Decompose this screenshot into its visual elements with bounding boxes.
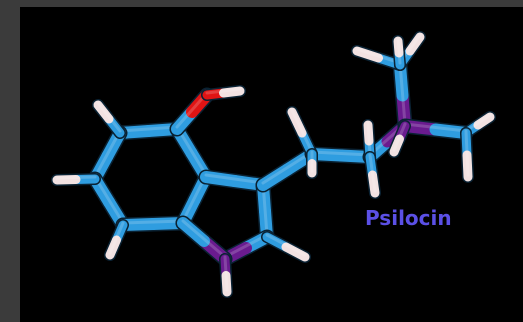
bond-highlight: [464, 129, 470, 177]
bond-highlight: [93, 129, 122, 179]
bond-cm1-hm1a: [352, 46, 383, 63]
bond-highlight: [175, 125, 208, 177]
bond-highlight: [261, 150, 314, 185]
bond-highlight: [205, 87, 242, 95]
molecule-viewport: Psilocin: [20, 7, 523, 322]
bond-c2-h2: [281, 242, 310, 262]
bond-n1-hn1: [221, 271, 232, 297]
bond-c5-h5: [93, 100, 114, 124]
bond-c6-h6: [52, 175, 81, 185]
bond-cm1-hm1b: [405, 32, 425, 56]
bond-o-ho: [219, 86, 245, 98]
bond-highlight: [398, 61, 407, 126]
bond-highlight: [223, 255, 229, 292]
bond-highlight: [355, 47, 402, 65]
bond-highlight: [310, 150, 372, 157]
bond-highlight: [55, 175, 97, 180]
bond-highlight: [181, 219, 227, 259]
psilocin-ball-and-stick-model: [51, 31, 496, 298]
bond-ca-ha1: [287, 107, 307, 138]
bond-cm2-hm2b: [462, 150, 473, 182]
bond-highlight: [118, 125, 179, 133]
bond-highlight: [396, 37, 402, 65]
bond-cb-hb2: [368, 170, 380, 198]
bond-highlight: [290, 108, 314, 154]
bond-highlight: [96, 101, 122, 133]
bond-cm1-hm1c: [393, 36, 404, 58]
bond-highlight: [204, 173, 265, 185]
bond-n-hn: [389, 134, 404, 157]
bond-n1-c7a: [177, 217, 210, 247]
bond-highlight: [93, 175, 125, 225]
bond-cm2-hm2a: [473, 112, 495, 130]
bond-highlight: [403, 122, 468, 133]
bond-highlight: [223, 233, 269, 259]
bond-cb-hb1: [363, 120, 374, 146]
bond-highlight: [464, 113, 492, 133]
bond-highlight: [368, 153, 377, 193]
bond-highlight: [108, 221, 125, 255]
bond-highlight: [366, 121, 372, 157]
bond-highlight: [265, 233, 307, 257]
molecule-name-label: Psilocin: [365, 206, 452, 230]
bond-c7-h7: [105, 235, 121, 260]
bond-highlight: [121, 219, 185, 225]
bond-highlight: [392, 122, 407, 152]
bond-highlight: [175, 91, 209, 129]
